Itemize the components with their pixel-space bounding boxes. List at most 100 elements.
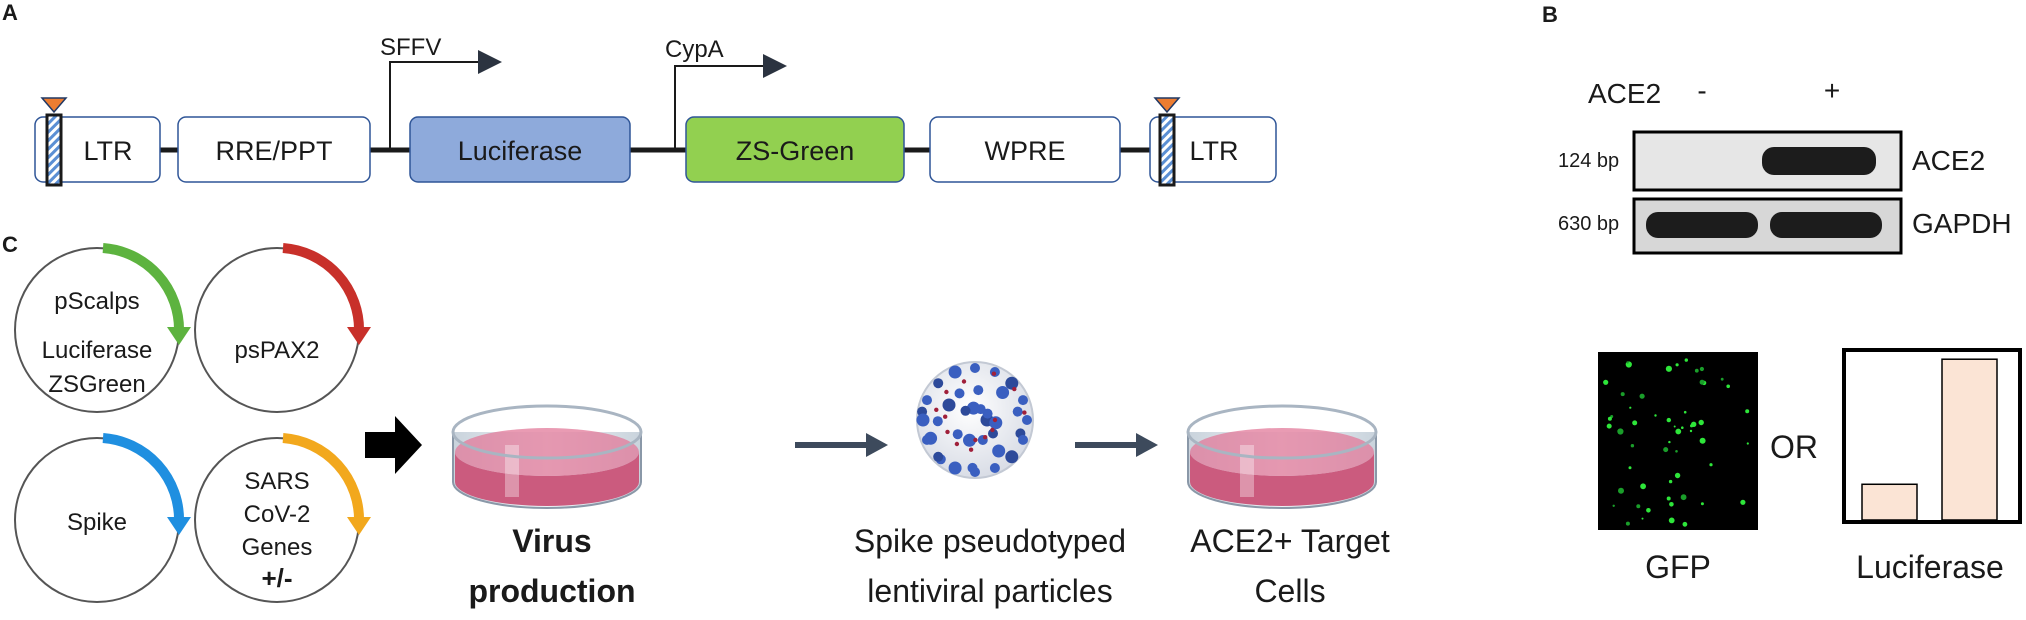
gfp-cell <box>1698 419 1704 426</box>
virus-protein-dot <box>934 407 939 412</box>
gfp-cell <box>1646 508 1651 513</box>
virus-protein-dot <box>954 441 960 447</box>
virus-protein-dot <box>961 379 967 384</box>
gfp-cell <box>1694 368 1699 373</box>
gfp-cell <box>1639 393 1645 399</box>
virus-spike <box>952 429 963 440</box>
gel-size-124: 124 bp <box>1558 150 1619 172</box>
label-gfp: GFP <box>1645 549 1711 585</box>
virus-spike <box>922 395 932 406</box>
gfp-cell <box>1617 428 1624 435</box>
gel-band-gapdh-plus <box>1770 212 1882 238</box>
gel-lane-minus: - <box>1697 75 1706 106</box>
gfp-cell <box>1691 421 1697 427</box>
virus-protein-dot <box>983 435 988 440</box>
box-wpre: WPRE <box>929 116 1121 183</box>
gel-label-gapdh: GAPDH <box>1912 208 2012 239</box>
plasmid-spike: Spike <box>14 433 191 603</box>
gfp-cell <box>1625 521 1630 526</box>
gfp-micrograph <box>1598 352 1758 530</box>
transfection-arrow-icon <box>365 416 422 474</box>
gfp-cell <box>1603 379 1609 385</box>
gfp-cell <box>1630 444 1635 448</box>
plasmid4-line1: SARS <box>244 468 309 495</box>
box-ltr-left: LTR <box>34 97 161 187</box>
virus-protein-dot <box>973 437 978 443</box>
virus-spike <box>996 386 1010 399</box>
gfp-cell <box>1746 442 1749 445</box>
gfp-cell <box>1668 479 1673 484</box>
plasmid-pscalps: pScalps Luciferase ZSGreen <box>14 243 191 413</box>
gel-band-ace2-plus <box>1762 147 1876 175</box>
virus-spike <box>948 365 962 379</box>
virus-spike <box>933 378 944 389</box>
plasmid1-line3: ZSGreen <box>48 371 145 398</box>
gfp-cell <box>1674 472 1681 479</box>
plasmid4-line4: +/- <box>261 563 292 593</box>
label-luciferase-gene: Luciferase <box>458 136 583 166</box>
gfp-cell <box>1681 426 1684 430</box>
panel-label-a: A <box>2 0 18 25</box>
virus-spike <box>1018 434 1028 445</box>
plasmid1-line1: pScalps <box>54 288 139 315</box>
virus-spike <box>948 461 962 475</box>
label-or: OR <box>1770 429 1818 465</box>
promoter-arrow-cypa: CypA <box>665 36 787 150</box>
caption-lentiviral-particles: lentiviral particles <box>867 573 1112 609</box>
gfp-cell <box>1665 365 1672 372</box>
virus-spike <box>960 405 971 416</box>
gfp-cell <box>1699 366 1704 372</box>
box-ltr-right: LTR <box>1149 97 1277 187</box>
gfp-cell <box>1740 499 1746 505</box>
plasmid-pspax2: psPAX2 <box>194 243 371 413</box>
gfp-cell <box>1720 377 1724 381</box>
gel-size-630: 630 bp <box>1558 213 1619 235</box>
virus-protein-dot <box>1022 410 1027 415</box>
gfp-cell <box>1700 502 1704 506</box>
virus-spike <box>932 416 943 427</box>
gfp-cell <box>1673 425 1676 428</box>
box-rre-ppt: RRE/PPT <box>177 116 371 183</box>
virus-spike <box>1005 450 1019 464</box>
gel-panel: ACE2 - + 124 bp ACE2 630 bp GAPDH <box>1558 75 2012 255</box>
promoter-arrow-sffv: SFFV <box>380 34 502 150</box>
pseudovirus-particle-icon <box>916 361 1034 479</box>
virus-protein-dot <box>944 389 949 395</box>
gfp-cell <box>1668 440 1671 444</box>
gfp-cell <box>1654 414 1657 417</box>
label-ltr-right: LTR <box>1189 136 1238 166</box>
gfp-cell <box>1632 420 1638 426</box>
virus-spike <box>989 463 1000 473</box>
virus-protein-dot <box>992 417 998 423</box>
gfp-cell <box>1607 416 1612 421</box>
box-zs-green: ZS-Green <box>685 116 905 183</box>
gfp-cell <box>1675 450 1678 453</box>
gfp-cell <box>1620 392 1625 397</box>
luciferase-bar-2 <box>1941 358 1998 521</box>
gfp-cell <box>1628 466 1632 470</box>
plasmid4-line2: CoV-2 <box>244 501 311 528</box>
gfp-cell <box>1636 504 1641 509</box>
virus-spike <box>970 363 980 373</box>
virus-spike <box>1018 395 1028 406</box>
gfp-cell <box>1675 363 1679 367</box>
plasmid1-line2: Luciferase <box>42 337 153 364</box>
luciferase-bar-chart <box>1842 348 2022 524</box>
caption-production: production <box>468 573 635 609</box>
virus-protein-dot <box>991 371 997 376</box>
gfp-cell <box>1641 517 1644 520</box>
culture-dish-target-cells <box>1186 404 1378 509</box>
virus-spike <box>916 413 930 427</box>
virus-protein-dot <box>990 427 995 433</box>
gfp-cell <box>1618 487 1624 494</box>
gfp-cell <box>1745 409 1750 414</box>
virus-spike <box>1022 415 1032 425</box>
gfp-cell <box>1683 410 1687 414</box>
box-luciferase: Luciferase <box>409 116 631 183</box>
virus-spike <box>1012 406 1023 417</box>
label-wpre: WPRE <box>985 136 1066 166</box>
gfp-cell <box>1663 447 1669 453</box>
promoter-label-cypa: CypA <box>665 36 724 63</box>
virus-spike <box>954 388 965 399</box>
